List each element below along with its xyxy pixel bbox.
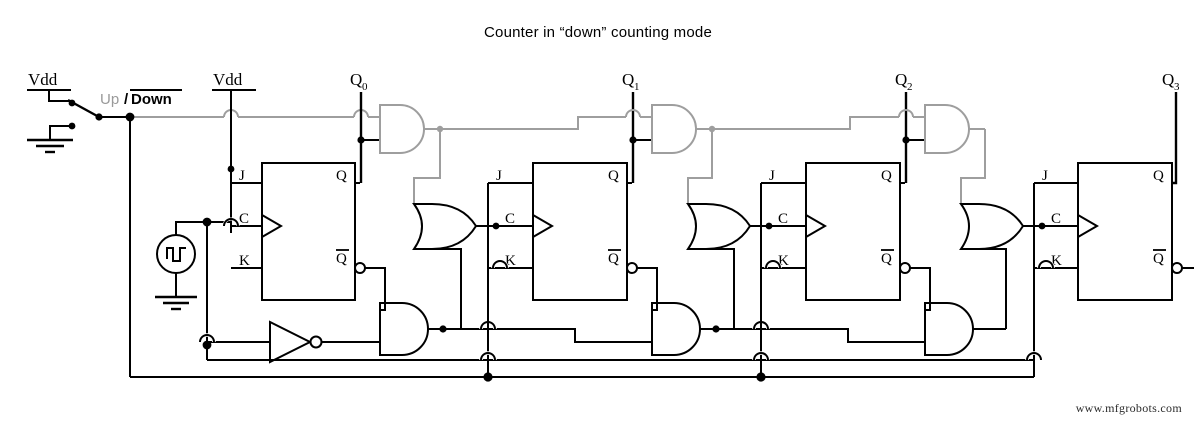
flipflop-3-pin-qbar: Q — [1153, 251, 1164, 267]
q2-sub: 2 — [907, 81, 913, 93]
net-q1: Q 1 — [622, 70, 652, 183]
flipflop-3-qbar-bubble — [1171, 262, 1183, 274]
up-down-label: Up / Down — [100, 89, 182, 108]
mid-bus-1 — [752, 320, 925, 343]
clock-top-lead — [175, 221, 207, 235]
hop-k3 — [1038, 260, 1054, 269]
and-black-0 — [379, 248, 500, 356]
ground-symbol-switch — [27, 138, 73, 154]
flipflop-2-pin-j: J — [769, 168, 775, 184]
flipflop-0-pin-qbar: Q — [336, 251, 347, 267]
flipflop-3-pin-j: J — [1042, 168, 1048, 184]
net-q2: Q 2 — [895, 70, 925, 183]
flipflop-1-pin-k: K — [505, 253, 516, 269]
flipflop-3-pin-c: C — [1051, 211, 1061, 227]
flipflop-2: J C K Q Q — [760, 162, 911, 301]
mid-bus-0 — [479, 320, 652, 343]
flipflop-3: J C K Q Q — [1033, 162, 1194, 301]
flipflop-0-pin-q: Q — [336, 168, 347, 184]
flipflop-0-body — [261, 162, 356, 301]
wire-qbar1-to-and1 — [637, 267, 658, 311]
vdd-switch-stub — [48, 90, 71, 102]
flipflop-3-pin-q: Q — [1153, 168, 1164, 184]
hop-k1 — [492, 260, 508, 269]
ground-symbol-clock — [155, 295, 197, 311]
flipflop-0-clock-triangle — [261, 214, 283, 238]
flipflop-1-pin-q: Q — [608, 168, 619, 184]
up-label: Up — [100, 91, 119, 108]
clock-rail — [202, 217, 231, 360]
and-black-1 — [651, 248, 775, 356]
switch-gnd-stub — [49, 125, 72, 140]
or-2 — [959, 203, 1046, 250]
switch-blade[interactable] — [67, 98, 100, 119]
flipflop-2-pin-qbar: Q — [881, 251, 892, 267]
q0-label: Q — [350, 70, 362, 89]
flipflop-0-pin-c: C — [239, 211, 249, 227]
flipflop-3-clock-triangle — [1077, 214, 1099, 238]
hop-c0 — [223, 218, 239, 227]
or-0 — [412, 203, 500, 250]
vdd-switch-label: Vdd — [28, 70, 58, 89]
flipflop-1-pin-j: J — [496, 168, 502, 184]
clock-source — [155, 221, 207, 311]
flipflop-1: J C K Q Q — [487, 162, 638, 301]
q1-sub: 1 — [634, 81, 640, 93]
flipflop-2-qbar-bubble — [899, 262, 911, 274]
flipflop-0: J C K Q Q — [222, 162, 366, 301]
watermark: www.mfgrobots.com — [1075, 401, 1182, 415]
hop-k2 — [765, 260, 781, 269]
clock-source-body — [156, 234, 196, 274]
gray-bus-1 — [440, 109, 652, 130]
updown-to-bottom-rail — [125, 112, 135, 377]
bottom-rail — [130, 268, 1035, 382]
flipflop-1-clock-triangle — [532, 214, 554, 238]
net-q3: Q 3 — [1162, 70, 1180, 185]
slash-label: / — [124, 91, 129, 108]
q0-sub: 0 — [362, 81, 368, 93]
vdd-switch-source[interactable]: Vdd — [27, 70, 130, 154]
up-down-control-bus — [130, 109, 380, 118]
flipflop-2-body — [805, 162, 901, 301]
wire-qbar2-to-and2 — [910, 267, 931, 311]
flipflop-1-body — [532, 162, 628, 301]
flipflop-1-pin-qbar: Q — [608, 251, 619, 267]
flipflop-0-pin-j: J — [239, 168, 245, 184]
flipflop-2-clock-triangle — [805, 214, 827, 238]
flipflop-2-pin-k: K — [778, 253, 789, 269]
q2-label: Q — [895, 70, 907, 89]
and-gray-1 — [651, 104, 716, 204]
vdd-flipflop-source: Vdd — [212, 70, 256, 233]
clock-bottom-rail — [207, 351, 1043, 361]
wire-qbar0-to-and0 — [365, 267, 386, 311]
down-label: Down — [131, 91, 172, 108]
q1-label: Q — [622, 70, 634, 89]
flipflop-3-body — [1077, 162, 1173, 301]
net-q0: Q 0 — [350, 70, 380, 183]
q3-label: Q — [1162, 70, 1174, 89]
junction-vdd-j0 — [227, 165, 235, 173]
inverter-0 — [207, 320, 380, 364]
page-title: Counter in “down” counting mode — [484, 24, 712, 41]
flipflop-3-pin-k: K — [1051, 253, 1062, 269]
gray-bus-2 — [712, 109, 925, 130]
flipflop-0-pin-k: K — [239, 253, 250, 269]
square-wave-icon — [166, 247, 186, 262]
or-1 — [686, 203, 773, 250]
and-gray-2 — [924, 104, 986, 204]
q3-sub: 3 — [1174, 81, 1180, 93]
flipflop-2-pin-q: Q — [881, 168, 892, 184]
flipflop-1-pin-c: C — [505, 211, 515, 227]
hop-updown-clockrail — [198, 333, 216, 343]
and-gray-0 — [379, 104, 444, 204]
flipflop-0-qbar-bubble — [354, 262, 366, 274]
flipflop-1-qbar-bubble — [626, 262, 638, 274]
flipflop-2-pin-c: C — [778, 211, 788, 227]
and-black-2 — [924, 248, 1007, 356]
vdd-ff-label: Vdd — [213, 70, 243, 89]
